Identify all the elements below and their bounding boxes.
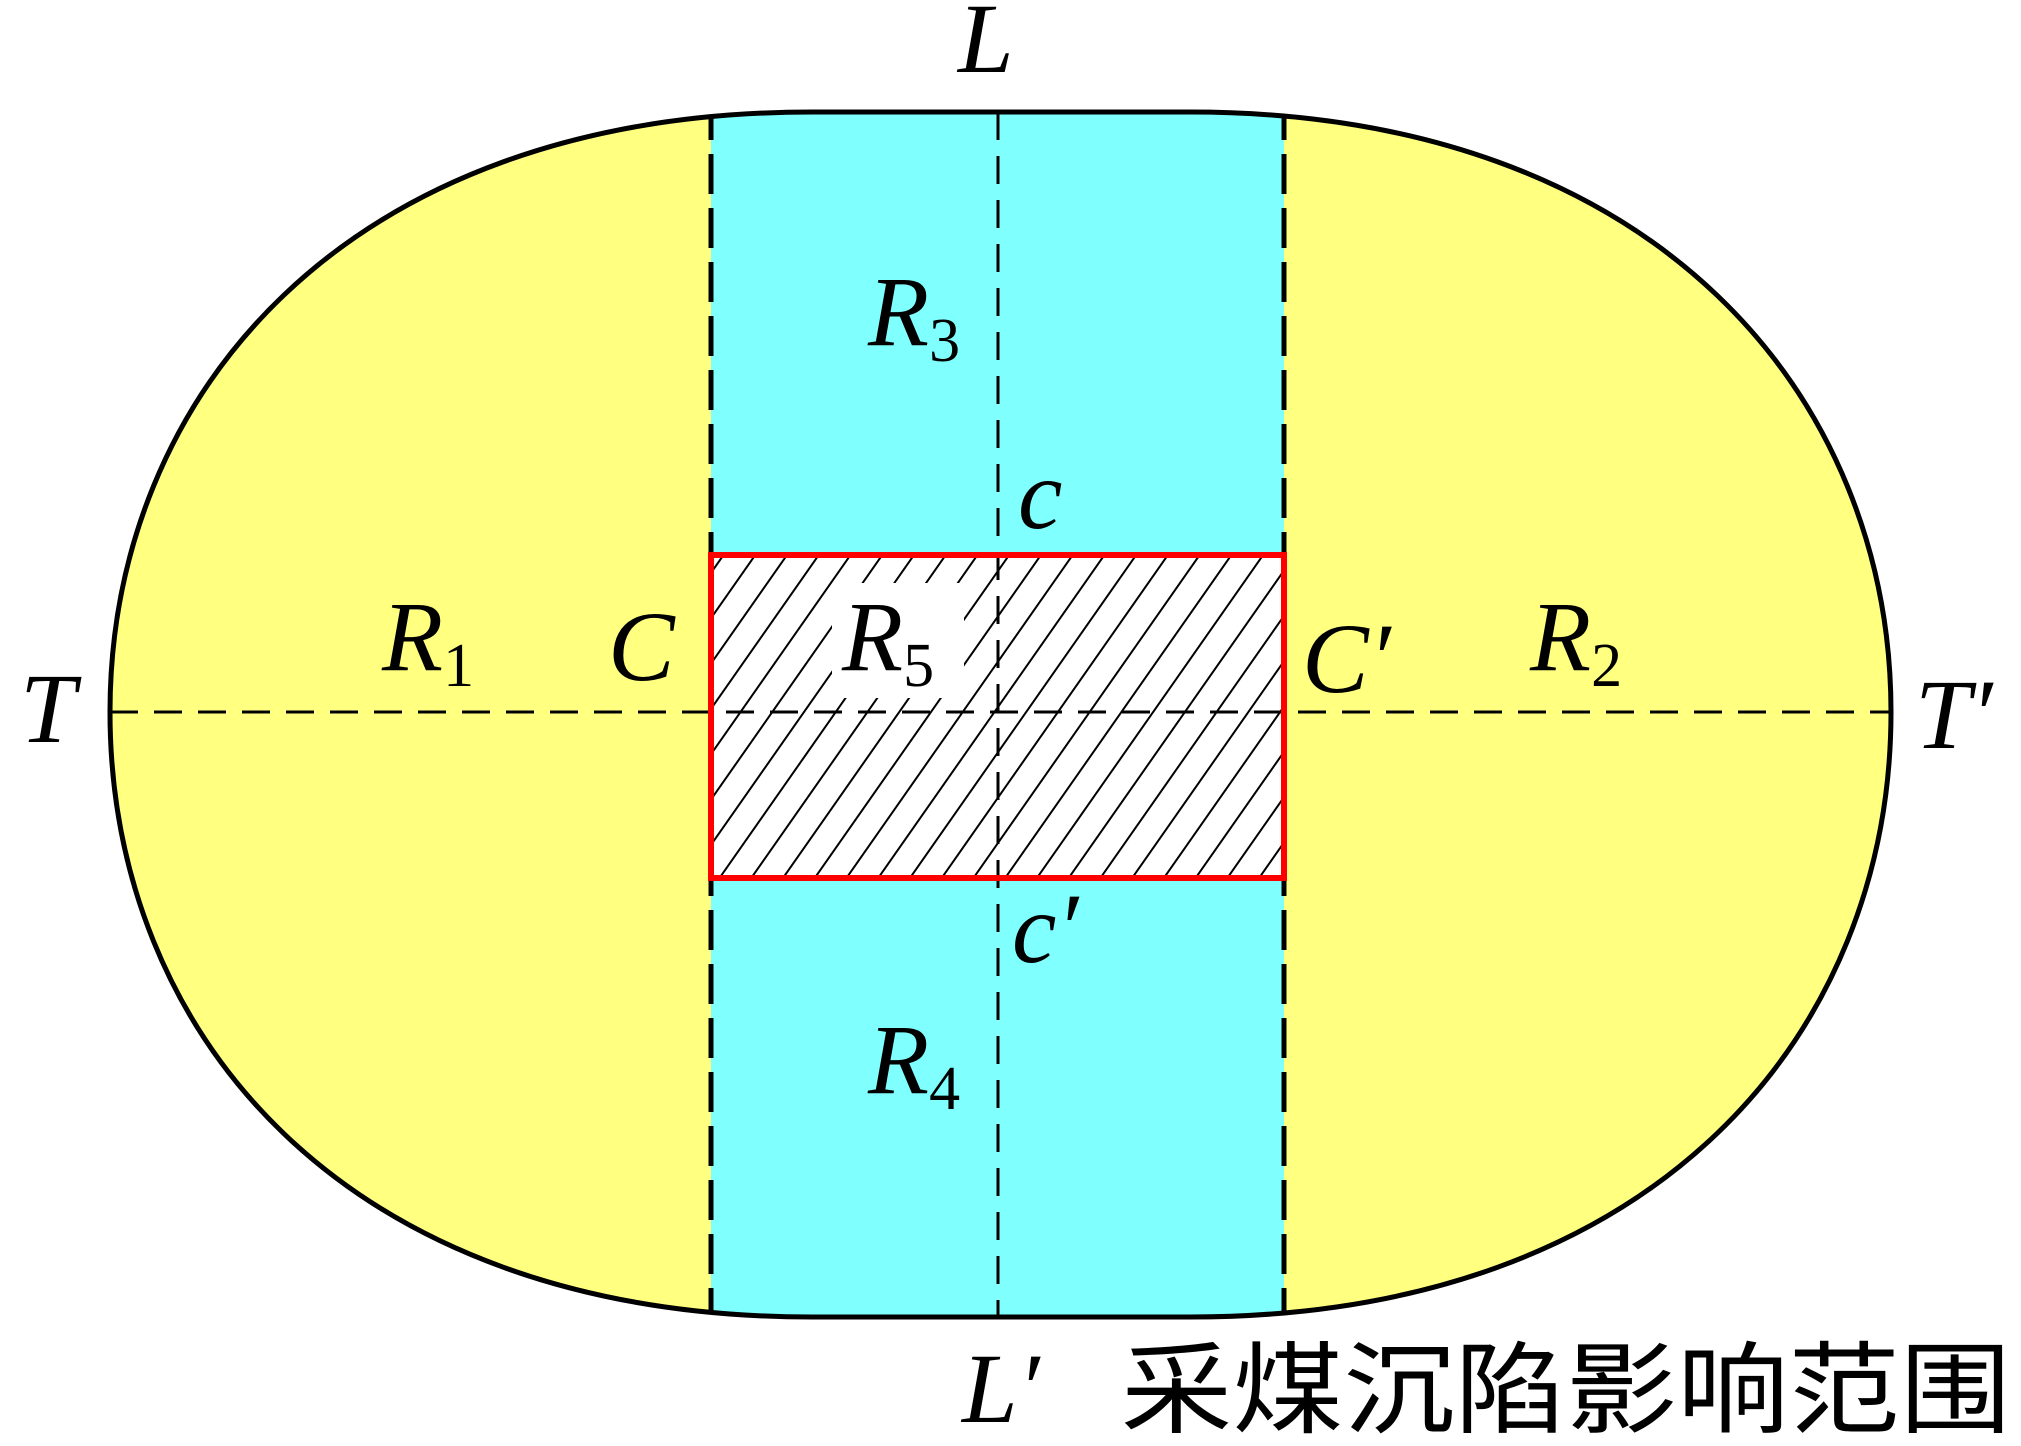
label-l: L: [956, 0, 1014, 94]
caption: 采煤沉陷影响范围: [1121, 1332, 2011, 1446]
label-t: T: [20, 653, 82, 764]
label-t-prime: T′: [1915, 659, 1995, 770]
label-c-lower: c: [1018, 439, 1062, 550]
label-r4: R4: [867, 1004, 960, 1123]
label-c-prime-lower: c′: [1012, 873, 1080, 984]
label-r2: R2: [1529, 581, 1622, 700]
label-r1: R1: [381, 581, 474, 700]
core-outline: [708, 552, 1287, 881]
label-r5: R5: [841, 581, 934, 700]
outline: [107, 109, 1894, 1320]
label-r3: R3: [867, 256, 960, 375]
label-c-upper: C: [608, 591, 676, 702]
r5-label-background: [832, 583, 964, 698]
label-c-prime-upper: C′: [1302, 603, 1393, 714]
label-l-prime: L′: [960, 1333, 1042, 1444]
